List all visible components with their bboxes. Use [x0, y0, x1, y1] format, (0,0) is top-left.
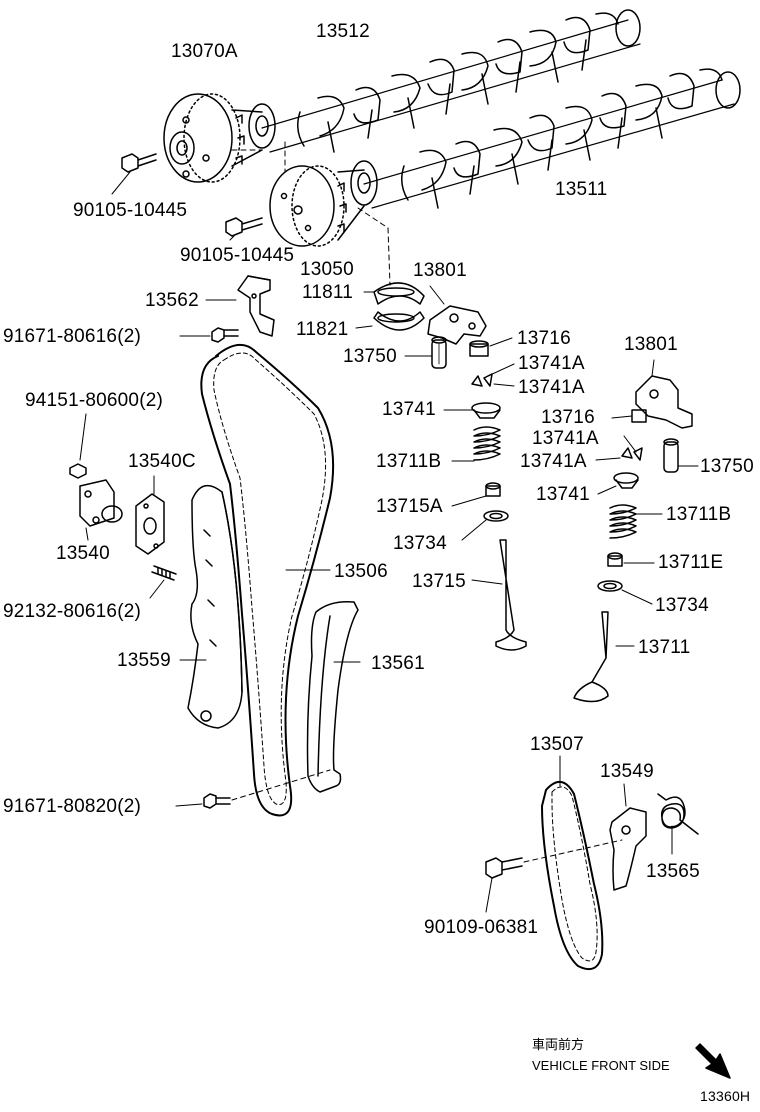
part-label-13562: 13562	[145, 290, 199, 311]
part-label-13716-b: 13716	[541, 407, 595, 428]
cam-timing-gear-13070A	[163, 93, 263, 183]
bolt-90105-10445-upper	[111, 153, 157, 195]
vehicle-front-japanese: 車両前方	[532, 1037, 585, 1052]
part-label-92132-80616: 92132-80616(2)	[3, 601, 142, 622]
part-label-13540: 13540	[56, 543, 110, 564]
bearing-11821	[355, 311, 425, 331]
part-label-13741A-1: 13741A	[518, 353, 585, 374]
part-label-13050: 13050	[300, 259, 354, 280]
part-label-13711B-a: 13711B	[376, 451, 442, 472]
valve-keepers-13741A-b	[595, 435, 643, 461]
tensioner-spring-13565	[657, 793, 699, 855]
part-label-13801-b: 13801	[624, 334, 678, 355]
part-label-13565: 13565	[646, 861, 700, 882]
valve-spring-13711B-b	[609, 504, 663, 539]
alignment-dashed-lines	[231, 141, 391, 286]
part-label-13734-a: 13734	[393, 533, 447, 554]
chain-tensioner-slipper-13559	[179, 484, 243, 729]
chain-guide-13561	[306, 600, 361, 793]
rocker-arm-13801-a	[427, 285, 487, 345]
oil-pump-chain-13507	[541, 755, 604, 970]
camshaft-13512	[248, 9, 641, 153]
part-label-13511: 13511	[555, 179, 608, 200]
valve-stem-seal-13715A	[451, 482, 501, 507]
valve-cap-13716-a	[469, 337, 513, 357]
chain-tensioner-13540	[79, 479, 123, 541]
part-label-13711: 13711	[638, 637, 691, 658]
part-label-13741-b: 13741	[536, 484, 590, 505]
part-label-13507: 13507	[530, 734, 584, 755]
diagram-id: 13360H	[700, 1088, 751, 1104]
camshaft-13511	[350, 68, 741, 209]
nut-94151-80600	[69, 413, 87, 479]
part-label-13540C: 13540C	[128, 451, 196, 472]
chain-guide-bracket-13562	[205, 275, 275, 337]
bolt-90109-06381	[485, 839, 623, 913]
part-label-90105-10445-a: 90105-10445	[73, 200, 188, 221]
part-label-13711B-b: 13711B	[666, 504, 732, 525]
part-label-13506: 13506	[334, 561, 388, 582]
cam-timing-gear-13050	[269, 165, 365, 247]
bolt-90105-10445-lower	[225, 217, 263, 241]
vehicle-front-side-label: VEHICLE FRONT SIDE	[532, 1058, 670, 1073]
stud-92132-80616	[149, 565, 177, 599]
arrow-down-right-icon	[695, 1043, 731, 1079]
valve-keepers-13741A-a	[471, 363, 515, 387]
valve-spring-13711B-a	[451, 426, 501, 462]
part-label-13559: 13559	[117, 650, 171, 671]
valve-stem-seal-13711E	[607, 552, 655, 567]
part-label-13512: 13512	[316, 21, 370, 42]
part-label-13750-a: 13750	[343, 346, 397, 367]
part-label-11811: 11811	[302, 282, 354, 303]
part-label-13801-a: 13801	[413, 260, 467, 281]
part-label-90109-06381: 90109-06381	[424, 917, 539, 938]
part-label-13741A-3: 13741A	[532, 428, 599, 449]
part-label-13741A-2: 13741A	[518, 377, 585, 398]
part-label-13741-a: 13741	[382, 399, 436, 420]
part-label-13716-a: 13716	[517, 328, 571, 349]
part-label-13734-b: 13734	[655, 595, 709, 616]
spring-retainer-13741-a	[443, 402, 501, 419]
spring-seat-13734-b	[597, 580, 653, 605]
part-label-91671-80616: 91671-80616(2)	[3, 326, 142, 347]
part-label-90105-10445-b: 90105-10445	[180, 245, 295, 266]
chain-tensioner-arm-13549	[609, 783, 647, 891]
exhaust-valve-13711	[573, 611, 635, 703]
part-label-13750-b: 13750	[700, 456, 754, 477]
valve-cap-13716-b	[611, 409, 647, 423]
intake-valve-13715	[471, 539, 527, 651]
part-label-13711E: 13711E	[658, 552, 724, 573]
bolt-91671-80616	[179, 327, 239, 343]
bolt-91671-80820	[175, 769, 331, 809]
part-label-13741A-4: 13741A	[520, 451, 587, 472]
rocker-arm-13801-b	[635, 359, 693, 429]
part-label-13715: 13715	[412, 571, 466, 592]
part-label-13070A: 13070A	[171, 41, 238, 62]
spring-retainer-13741-b	[597, 472, 639, 495]
spring-seat-13734-a	[461, 510, 509, 541]
lash-adjuster-13750-a	[404, 336, 447, 369]
part-label-13549: 13549	[600, 761, 654, 782]
part-label-91671-80820: 91671-80820(2)	[3, 796, 142, 817]
bearing-11811	[363, 282, 425, 305]
part-label-11821: 11821	[296, 319, 349, 340]
part-label-94151-80600: 94151-80600(2)	[25, 390, 164, 411]
timing-chain-13506	[200, 344, 335, 817]
part-label-13715A: 13715A	[376, 496, 443, 517]
part-label-13561: 13561	[371, 653, 425, 674]
lash-adjuster-13750-b	[663, 438, 699, 473]
tensioner-gasket-13540C	[135, 475, 165, 555]
